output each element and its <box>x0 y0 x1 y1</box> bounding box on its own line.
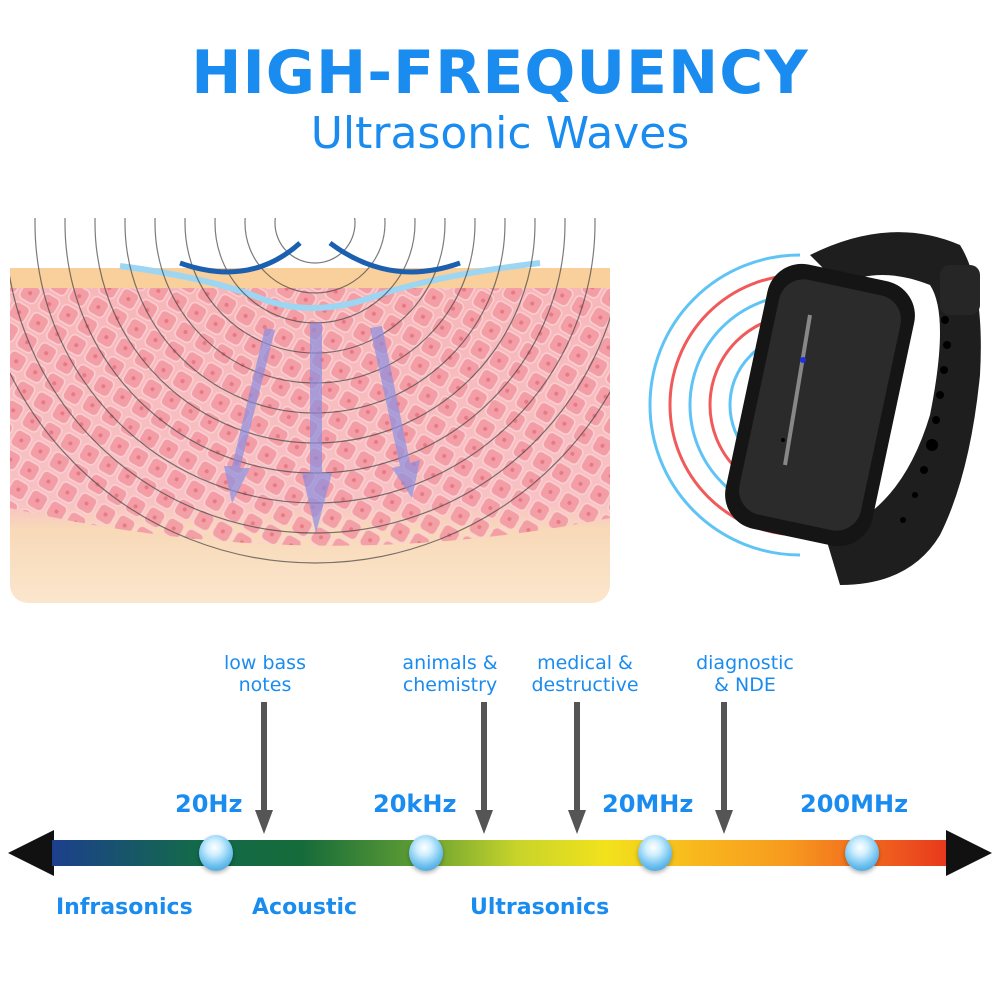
label-line: diagnostic <box>696 652 794 674</box>
application-label-medical-destructive: medical & destructive <box>515 652 655 696</box>
label-line: animals & <box>402 652 498 674</box>
arrow-right-icon <box>946 830 992 876</box>
arrow-left-icon <box>8 830 54 876</box>
application-label-diagnostic-nde: diagnostic & NDE <box>680 652 810 696</box>
label-line: low bass <box>224 652 306 674</box>
band-label-ultrasonics: Ultrasonics <box>470 895 610 920</box>
label-line: chemistry <box>402 674 498 696</box>
marker-dot-20mhz <box>638 835 672 871</box>
headline-subtitle: Ultrasonic Waves <box>310 108 690 159</box>
frequency-label-20hz: 20Hz <box>175 790 243 818</box>
label-line: notes <box>238 674 292 696</box>
frequency-label-20khz: 20kHz <box>373 790 457 818</box>
frequency-label-200mhz: 200MHz <box>800 790 909 818</box>
frequency-label-20mhz: 20MHz <box>602 790 694 818</box>
headline-title: HIGH-FREQUENCY <box>191 38 809 108</box>
label-line: medical & <box>537 652 633 674</box>
label-line: destructive <box>531 674 639 696</box>
application-label-animals-chemistry: animals & chemistry <box>385 652 515 696</box>
frequency-spectrum-bar <box>52 840 947 866</box>
band-label-infrasonics: Infrasonics <box>56 895 193 920</box>
band-label-acoustic: Acoustic <box>252 895 358 920</box>
marker-dot-200mhz <box>845 835 879 871</box>
marker-dot-20khz <box>409 835 443 871</box>
application-label-low-bass: low bass notes <box>205 652 325 696</box>
marker-dot-20hz <box>199 835 233 871</box>
label-line: & NDE <box>714 674 776 696</box>
wristband-device-image <box>648 232 981 585</box>
skin-wave-illustration <box>10 218 610 603</box>
